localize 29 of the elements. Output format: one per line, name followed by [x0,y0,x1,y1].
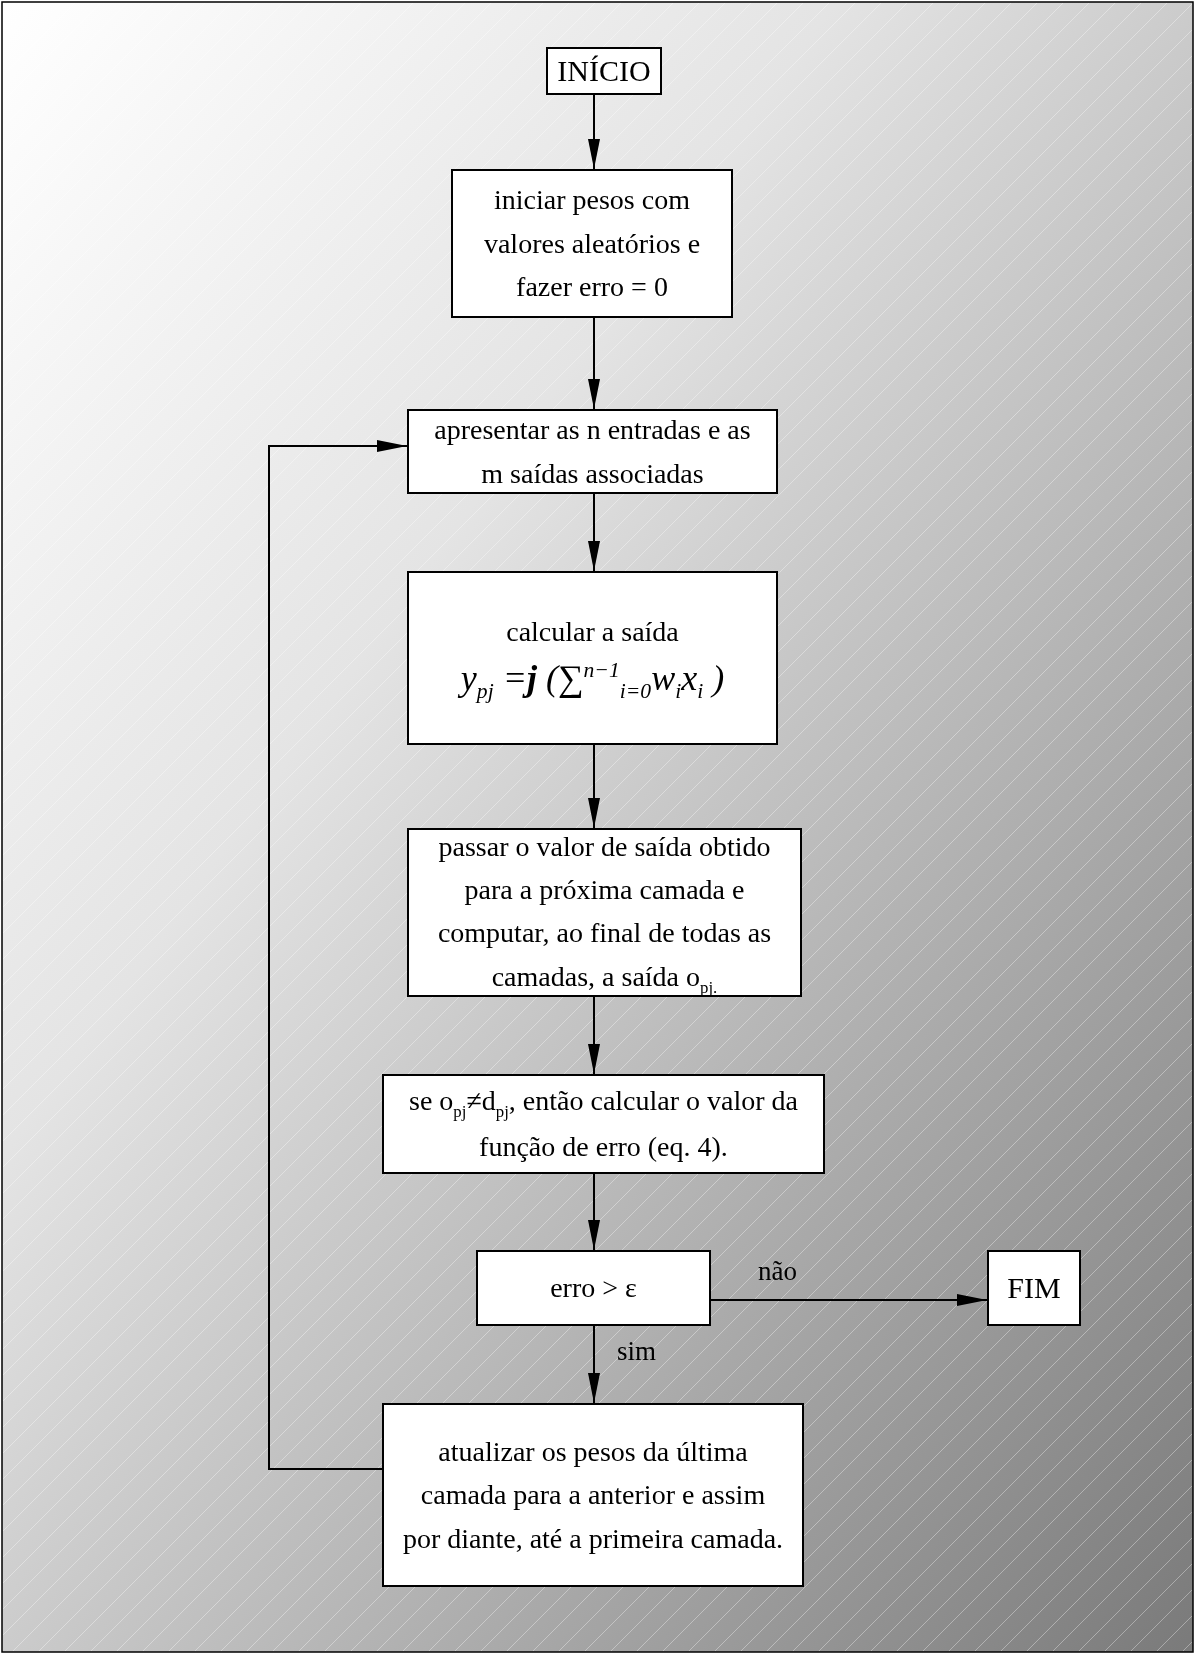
process-box [407,571,778,745]
box-text: FIM [1007,1269,1061,1306]
process-box [407,828,802,997]
box-text: atualizar os pesos da última camada para a anterior e assim por diante, até a primeira camada. [401,1434,785,1556]
edge-label: sim [617,1336,656,1367]
process-box [546,47,662,95]
arrow [710,1294,988,1306]
box-text: se o$_{pj}$≠d$_{pj}$, então calcular o valor da função de erro (eq. 4). [408,1084,799,1165]
arrow [588,317,600,410]
box-text: iniciar pesos com valores aleatórios e fazer erro = 0 [482,183,702,305]
box-text: INÍCIO [557,52,651,89]
process-box [451,169,733,318]
arrow [268,440,408,1470]
arrow [588,94,600,170]
box-text: calcular a saída [506,614,679,649]
arrow [588,996,600,1075]
box-text: erro > ε [550,1271,637,1306]
process-box [382,1403,804,1587]
arrow [588,493,600,572]
formula-text: y$_{pj}$ =j (∑$^{n−1}$$_{i=0}$w$_{i}$x$_{i}$ ) [460,657,725,706]
box-text: apresentar as n entradas e as m saídas associadas [433,413,752,491]
process-box [382,1074,825,1174]
process-box [407,409,778,494]
edge-label: não [758,1256,797,1287]
arrow [588,1325,600,1404]
arrow [588,1173,600,1251]
arrow [588,744,600,829]
process-box [987,1250,1081,1326]
process-box [476,1250,711,1326]
